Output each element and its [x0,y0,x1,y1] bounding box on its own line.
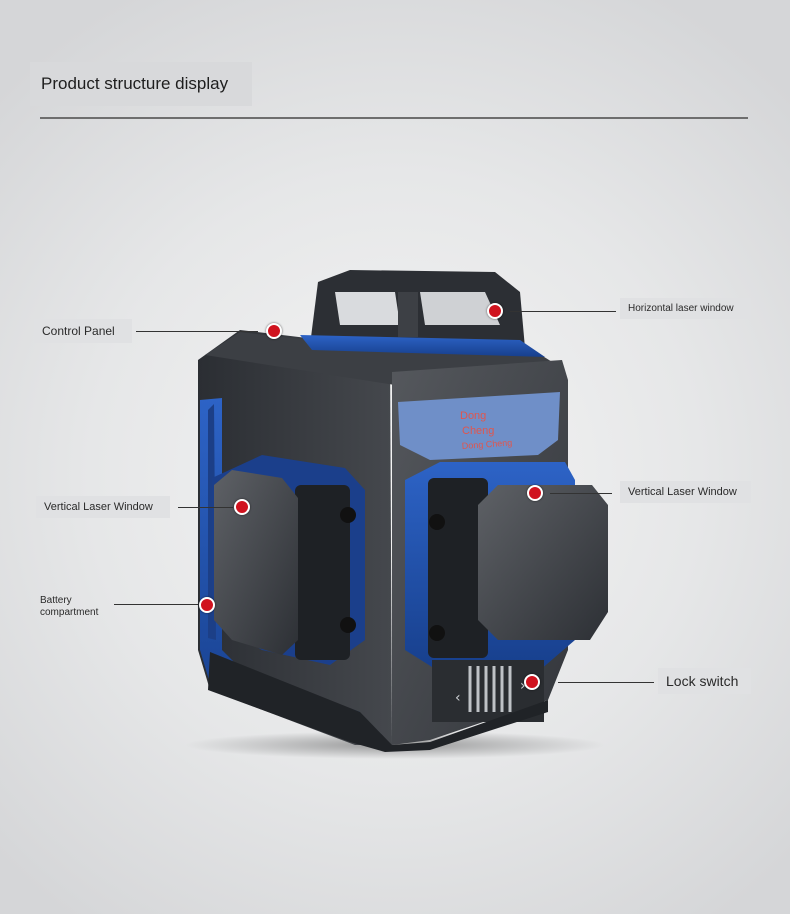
svg-text:›: › [520,678,526,694]
battery-compartment-label: Battery compartment [40,595,99,618]
battery-compartment-leader [114,604,198,605]
vertical-window-right-leader [550,493,612,494]
svg-text:‹: ‹ [455,690,461,706]
control-panel-label: Control Panel [34,319,132,343]
horizontal-window-marker [487,303,503,319]
brand-text-1: Dong [460,410,486,422]
left-window-pad [214,470,298,655]
lock-switch-marker [524,674,540,690]
title-divider [40,117,748,119]
vertical-window-right-label: Vertical Laser Window [620,481,751,503]
vertical-window-left-label: Vertical Laser Window [36,496,170,518]
brand-text-3: Dong Cheng [461,437,512,451]
lock-switch-label: Lock switch [658,668,751,694]
horizontal-window-label: Horizontal laser window [620,298,751,319]
device-base [208,652,548,752]
brand-text-2: Cheng [462,425,494,437]
brand-plate [398,392,560,460]
left-blue-accent [200,398,360,740]
section-title-box: Product structure display [30,62,252,106]
vertical-window-left-marker [234,499,250,515]
vertical-window-right-marker [527,485,543,501]
front-window-pad [478,485,608,640]
vertical-window-left-leader [178,507,233,508]
control-panel-leader [136,331,258,332]
battery-compartment-marker [199,597,215,613]
section-title: Product structure display [41,74,229,93]
horizontal-window-leader [510,311,616,312]
control-panel-marker [266,323,282,339]
lock-switch-leader [558,682,654,683]
